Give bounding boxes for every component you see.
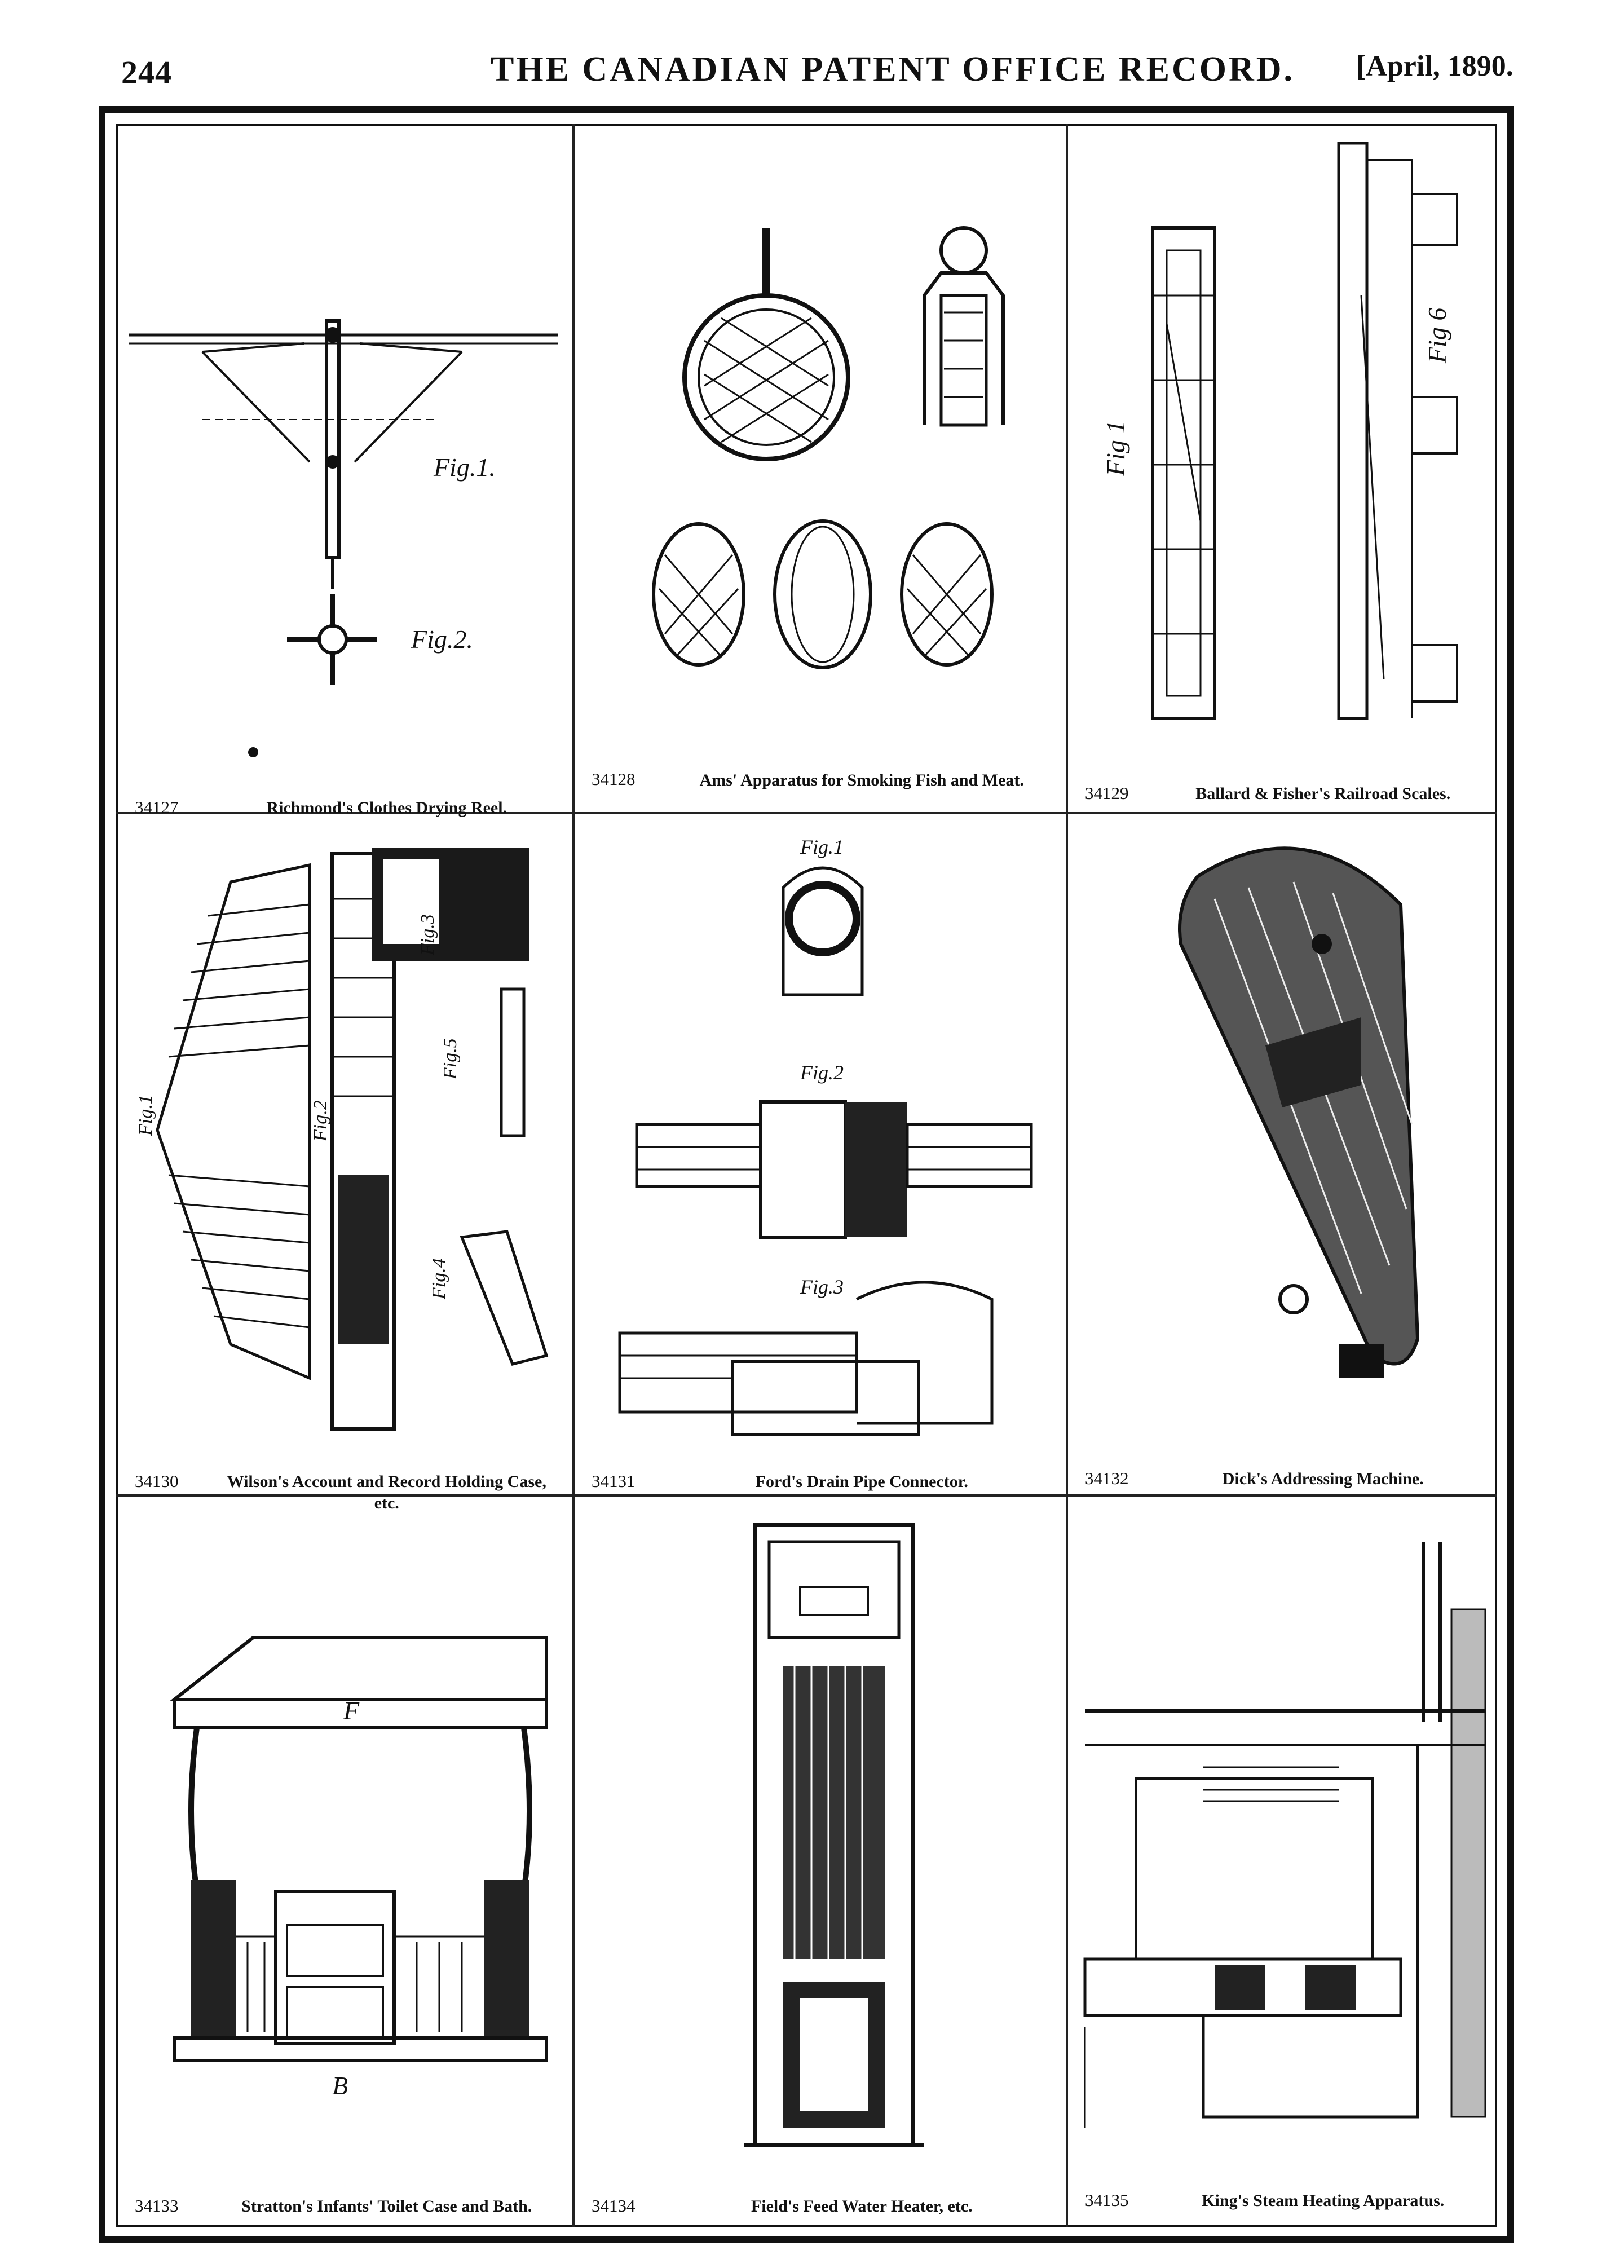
fig-label-3: Fig.3: [800, 1276, 844, 1298]
fig-label-5: Fig.5: [440, 1038, 461, 1080]
patent-caption-34128: 34128 Ams' Apparatus for Smoking Fish an…: [575, 769, 1066, 792]
fig-label-6: Fig 6: [1423, 308, 1451, 364]
fig-label-1: Fig.1: [135, 1095, 156, 1136]
fig-label-2: Fig.2.: [411, 625, 473, 654]
patent-caption-34127: 34127 Richmond's Clothes Drying Reel.: [118, 797, 572, 818]
patent-title: King's Steam Heating Apparatus.: [1202, 2191, 1445, 2210]
patent-title: Ford's Drain Pipe Connector.: [755, 1472, 968, 1491]
patent-cell-34132: 34132 Dick's Addressing Machine.: [1068, 814, 1495, 1494]
row-divider-1: [116, 812, 1497, 814]
fig-label-4: Fig.4: [429, 1258, 449, 1300]
patent-title: Richmond's Clothes Drying Reel.: [266, 798, 508, 817]
patent-caption-34131: 34131 Ford's Drain Pipe Connector.: [575, 1471, 1066, 1492]
fig-label-3: Fig.3: [417, 914, 438, 956]
patent-number: 34135: [1085, 2190, 1129, 2210]
page-header: 244 THE CANADIAN PATENT OFFICE RECORD. […: [0, 0, 1624, 107]
patent-cell-34133: F B 34133 Stratton's Infants' Toilet Cas…: [118, 1497, 572, 2224]
patent-cell-34130: Fig.1 Fig.2 Fig.3 Fig.4 Fig.5 34130 Wils…: [118, 814, 572, 1512]
patent-title: Stratton's Infants' Toilet Case and Bath…: [241, 2197, 532, 2216]
patent-caption-34135: 34135 King's Steam Heating Apparatus.: [1068, 2190, 1495, 2210]
patent-cell-34129: Fig 1 Fig 6 34129 Ballard & Fisher's Rai…: [1068, 126, 1495, 812]
feed-water-heater-illustration: [744, 1523, 924, 2147]
clothes-reel-illustration: Fig.1. Fig.2.: [129, 319, 558, 757]
patent-number: 34128: [592, 769, 636, 789]
patent-title: Dick's Addressing Machine.: [1222, 1470, 1424, 1488]
patent-number: 34130: [135, 1471, 179, 1491]
patent-cell-34127: Fig.1. Fig.2. 34127 Richmond's Clothes D…: [118, 126, 572, 817]
patent-title: Ballard & Fisher's Railroad Scales.: [1195, 784, 1451, 803]
row-divider-2: [116, 1494, 1497, 1497]
running-title: THE CANADIAN PATENT OFFICE RECORD.: [491, 50, 1295, 89]
patent-caption-34134: 34134 Field's Feed Water Heater, etc.: [575, 2196, 1066, 2216]
fig-label-1: Fig.1: [800, 836, 844, 858]
patent-title: Wilson's Account and Record Holding Case…: [227, 1472, 546, 1512]
addressing-machine-illustration: [1178, 846, 1420, 1378]
page-number: 244: [121, 54, 172, 91]
page-border-inner: [116, 124, 1497, 2227]
column-divider-1: [572, 124, 575, 2227]
letter-b: B: [332, 2071, 348, 2100]
record-case-illustration: Fig.1 Fig.2 Fig.3 Fig.4 Fig.5: [135, 848, 549, 1431]
column-divider-2: [1066, 124, 1068, 2227]
patent-number: 34131: [592, 1471, 636, 1491]
patent-caption-34130: 34130 Wilson's Account and Record Holdin…: [118, 1471, 572, 1514]
patent-title: Field's Feed Water Heater, etc.: [751, 2197, 973, 2216]
letter-f: F: [343, 1696, 360, 1725]
patent-cell-34128: 34128 Ams' Apparatus for Smoking Fish an…: [575, 126, 1066, 812]
patent-caption-34129: 34129 Ballard & Fisher's Railroad Scales…: [1068, 783, 1495, 804]
issue-date: [April, 1890.: [1356, 50, 1513, 82]
railroad-scales-illustration: Fig 1 Fig 6: [1101, 142, 1458, 720]
smoking-apparatus-illustration: [652, 226, 1005, 669]
patent-caption-34133: 34133 Stratton's Infants' Toilet Case an…: [118, 2196, 572, 2216]
fig-label-2: Fig.2: [310, 1100, 331, 1142]
patent-number: 34129: [1085, 783, 1129, 803]
fig-label-2: Fig.2: [800, 1061, 844, 1084]
patent-cell-34135: 34135 King's Steam Heating Apparatus.: [1068, 1497, 1495, 2224]
page-border-outer: [99, 106, 1514, 2243]
patent-number: 34134: [592, 2196, 636, 2216]
drain-pipe-illustration: Fig.1 Fig.2 Fig.3: [618, 836, 1033, 1436]
patent-title: Ams' Apparatus for Smoking Fish and Meat…: [699, 771, 1024, 789]
patent-number: 34127: [135, 797, 179, 817]
patent-caption-34132: 34132 Dick's Addressing Machine.: [1068, 1468, 1495, 1489]
steam-heating-illustration: [1083, 1542, 1486, 2128]
patent-cell-34134: 34134 Field's Feed Water Heater, etc.: [575, 1497, 1066, 2224]
patent-number: 34133: [135, 2196, 179, 2216]
fig-label-1: Fig 1: [1101, 421, 1130, 476]
patent-number: 34132: [1085, 1468, 1129, 1488]
toilet-case-illustration: F B: [169, 1636, 548, 2100]
fig-label-1: Fig.1.: [433, 453, 496, 482]
patent-cell-34131: Fig.1 Fig.2 Fig.3 34131 Ford's Drain Pip…: [575, 814, 1066, 1494]
